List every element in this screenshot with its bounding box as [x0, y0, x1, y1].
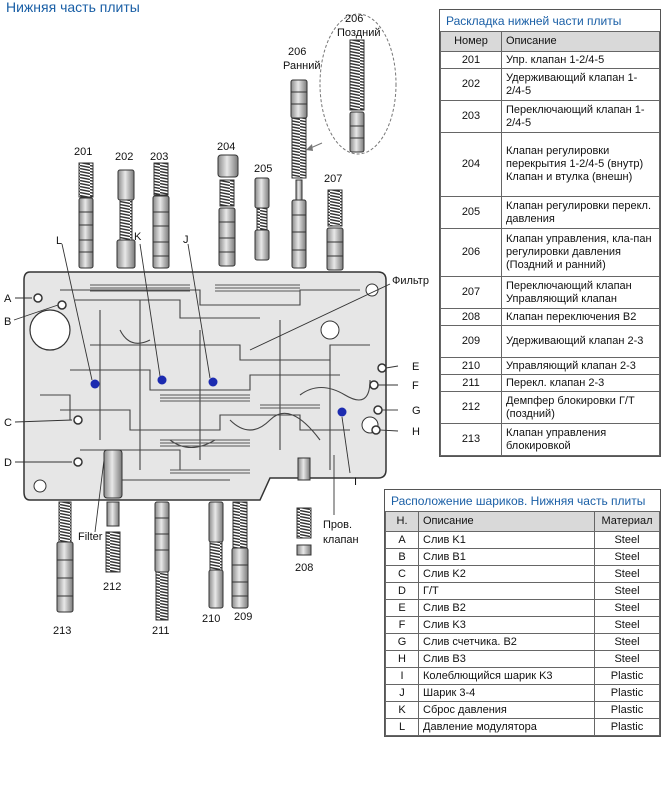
ball-f-marker — [369, 380, 379, 390]
label-ball-f: F — [412, 380, 419, 392]
ball-location-table: Расположение шариков. Нижняя часть плиты… — [384, 489, 661, 737]
valve-206-early — [290, 79, 308, 269]
label-ball-j: J — [183, 234, 189, 246]
ball-i-marker — [337, 407, 347, 417]
col-h-header: Н. — [385, 511, 419, 532]
valve-body-diagram: 201 202 203 204 205 206 Ранний 206 Поздн… — [4, 13, 429, 637]
valve-208 — [296, 457, 312, 556]
label-ball-i: I — [354, 476, 357, 488]
label-207: 207 — [324, 173, 342, 185]
label-check-valve-2: клапан — [323, 534, 359, 546]
ball-k-marker — [157, 375, 167, 385]
ball-l-marker — [90, 379, 100, 389]
ball-g-marker — [373, 405, 383, 415]
valve-206-late-callout — [305, 13, 397, 155]
leader-lines — [13, 243, 399, 533]
valve-209 — [231, 501, 249, 609]
valve-207 — [326, 189, 344, 271]
valve-layout-table: Раскладка нижней части плиты Номер Описа… — [439, 9, 661, 457]
label-212: 212 — [103, 581, 121, 593]
valve-210 — [208, 501, 224, 609]
label-211: 211 — [152, 625, 170, 637]
valve-table-title: Раскладка нижней части плиты — [446, 14, 622, 28]
label-ball-l: L — [56, 235, 62, 247]
label-ball-h: H — [412, 426, 420, 438]
label-210: 210 — [202, 613, 220, 625]
valve-211 — [154, 501, 170, 621]
valve-204 — [217, 154, 239, 267]
label-202: 202 — [115, 151, 133, 163]
page-title: Нижняя часть плиты — [6, 0, 140, 15]
ball-j-marker — [208, 377, 218, 387]
label-206-late-num: 206 — [345, 13, 363, 25]
label-ball-d: D — [4, 457, 12, 469]
label-filter-en: Filter — [78, 531, 103, 543]
valve-212 — [103, 449, 123, 573]
ball-b-marker — [57, 300, 67, 310]
valve-203 — [152, 162, 170, 269]
valve-213 — [56, 501, 74, 613]
label-209: 209 — [234, 611, 252, 623]
label-ball-c: C — [4, 417, 12, 429]
ball-c-marker — [73, 415, 83, 425]
part-labels: 201 202 203 204 205 206 Ранний 206 Поздн… — [4, 13, 429, 637]
label-ball-k: K — [134, 231, 142, 243]
ball-d-marker — [73, 457, 83, 467]
label-check-valve-1: Пров. — [323, 519, 352, 531]
label-filter-ru: Фильтр — [392, 275, 429, 287]
label-ball-e: E — [412, 361, 419, 373]
label-ball-g: G — [412, 405, 421, 417]
label-205: 205 — [254, 163, 272, 175]
ball-a-marker — [33, 293, 43, 303]
col-description-header: Описание — [501, 31, 660, 52]
label-206-late: Поздний — [337, 27, 380, 39]
label-208: 208 — [295, 562, 313, 574]
label-213: 213 — [53, 625, 71, 637]
ball-e-marker — [377, 363, 387, 373]
check-balls — [33, 293, 387, 467]
label-ball-a: A — [4, 293, 12, 305]
label-206-early: Ранний — [283, 60, 321, 72]
valve-205 — [254, 177, 270, 261]
label-ball-b: B — [4, 316, 11, 328]
ball-table-title: Расположение шариков. Нижняя часть плиты — [391, 494, 646, 508]
col-number-header: Номер — [440, 31, 502, 52]
label-206-early-num: 206 — [288, 46, 306, 58]
col-description-header: Описание — [418, 511, 595, 532]
col-material-header: Материал — [594, 511, 660, 532]
valve-202 — [116, 169, 136, 269]
ball-h-marker — [371, 425, 381, 435]
label-203: 203 — [150, 151, 168, 163]
label-204: 204 — [217, 141, 235, 153]
label-201: 201 — [74, 146, 92, 158]
valve-201 — [78, 162, 94, 269]
